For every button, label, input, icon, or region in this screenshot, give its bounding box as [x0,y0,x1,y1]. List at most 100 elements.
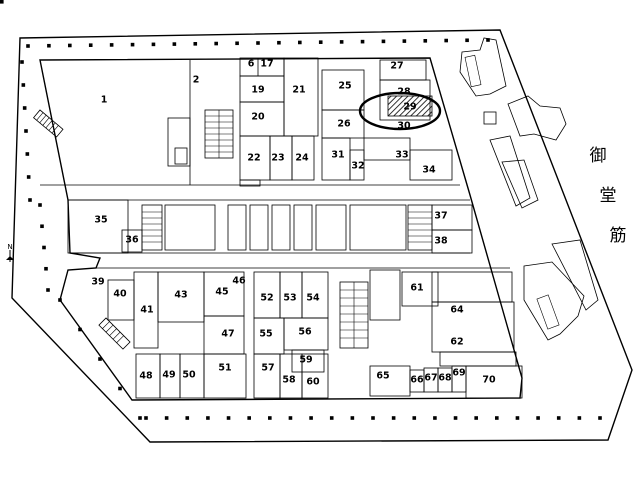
unit-label-26[interactable]: 26 [337,119,351,130]
unit-label-30[interactable]: 30 [397,121,411,132]
unit-label-49[interactable]: 49 [162,370,175,381]
column-dot [474,416,478,420]
column-dot [433,416,437,420]
column-dot [185,416,190,420]
column-dot [0,0,4,4]
unit-label-64[interactable]: 64 [450,305,464,316]
unit-label-39[interactable]: 39 [91,277,104,288]
unit-label-41[interactable]: 41 [140,305,153,316]
unit-label-37[interactable]: 37 [434,211,447,222]
column-dot [193,42,198,46]
unit-label-69[interactable]: 69 [452,368,465,379]
unit-label-65[interactable]: 65 [376,371,389,382]
unit-label-57[interactable]: 57 [261,363,274,374]
unit-label-25[interactable]: 25 [338,81,351,92]
column-dot [58,298,62,302]
unit-label-35[interactable]: 35 [94,215,107,226]
street-char-3: 筋 [610,226,627,246]
column-dot [318,40,323,44]
column-dot [46,288,50,292]
column-dot [21,83,26,87]
column-dot [88,43,93,47]
column-dot [598,416,602,420]
unit-label-1[interactable]: 1 [101,95,108,106]
column-dot [309,416,313,420]
column-dot [536,416,540,420]
unit-label-38[interactable]: 38 [434,236,448,247]
unit-label-54[interactable]: 54 [306,293,320,304]
unit-label-70[interactable]: 70 [482,375,496,386]
column-dot [444,38,448,43]
unit-label-33[interactable]: 33 [395,150,408,161]
column-dot [130,42,135,47]
unit-label-59[interactable]: 59 [299,355,312,366]
column-dot [423,39,428,43]
unit-label-27[interactable]: 27 [390,61,403,72]
unit-label-22[interactable]: 22 [247,153,260,164]
unit-label-36[interactable]: 36 [125,235,139,246]
unit-label-55[interactable]: 55 [259,329,272,340]
column-dot [40,224,44,229]
unit-label-51[interactable]: 51 [218,363,231,374]
unit-label-28[interactable]: 28 [397,87,411,98]
column-dot [412,416,417,420]
unit-label-19[interactable]: 19 [251,85,264,96]
unit-label-47[interactable]: 47 [221,329,234,340]
column-dot [226,416,231,420]
column-dot [288,416,293,420]
column-dot [360,39,365,44]
column-dot [371,416,375,420]
highlighted-unit-label: 29 [403,102,416,113]
unit-label-40[interactable]: 40 [113,289,127,300]
unit-label-2[interactable]: 2 [193,75,200,86]
unit-label-45[interactable]: 45 [215,287,228,298]
unit-label-48[interactable]: 48 [139,371,153,382]
column-dot [556,416,561,420]
column-dot [26,44,30,48]
unit-label-58[interactable]: 58 [282,375,296,386]
column-dot [256,41,260,45]
north-block [33,57,460,187]
column-dot [206,416,210,420]
unit-label-60[interactable]: 60 [306,377,320,388]
unit-label-53[interactable]: 53 [283,293,296,304]
unit-label-31[interactable]: 31 [331,150,344,161]
column-dot [381,39,386,44]
highlighted-unit-29[interactable]: 29 [358,91,442,131]
unit-label-23[interactable]: 23 [271,153,284,164]
column-dot [44,266,48,271]
unit-label-32[interactable]: 32 [351,161,364,172]
unit-label-43[interactable]: 43 [174,290,187,301]
column-dot [164,416,169,420]
site-outer-boundary [11,29,633,443]
unit-label-56[interactable]: 56 [298,327,312,338]
unit-label-68[interactable]: 68 [438,373,452,384]
unit-label-24[interactable]: 24 [295,153,309,164]
unit-label-52[interactable]: 52 [260,293,273,304]
column-dot [453,416,458,420]
column-dot [329,416,334,420]
column-dots [0,0,602,420]
column-dot [42,245,46,250]
unit-label-61[interactable]: 61 [410,283,423,294]
unit-label-50[interactable]: 50 [182,370,196,381]
unit-label-20[interactable]: 20 [251,112,265,123]
unit-label-34[interactable]: 34 [422,165,436,176]
unit-label-62[interactable]: 62 [450,337,463,348]
column-dot [495,416,499,420]
unit-label-66[interactable]: 66 [410,375,424,386]
unit-label-17[interactable]: 17 [260,59,273,70]
middle-band [67,199,473,254]
column-dot [47,43,51,48]
column-dot [172,42,177,46]
unit-label-21[interactable]: 21 [292,85,305,96]
unit-label-67[interactable]: 67 [424,373,437,384]
unit-label-46[interactable]: 46 [232,276,246,287]
north-arrow-icon: N [6,243,14,262]
south-block [96,267,523,399]
unit-label-6[interactable]: 6 [248,59,255,70]
street-char-1: 御 [590,146,607,166]
street-label: 御 堂 筋 [590,146,627,246]
